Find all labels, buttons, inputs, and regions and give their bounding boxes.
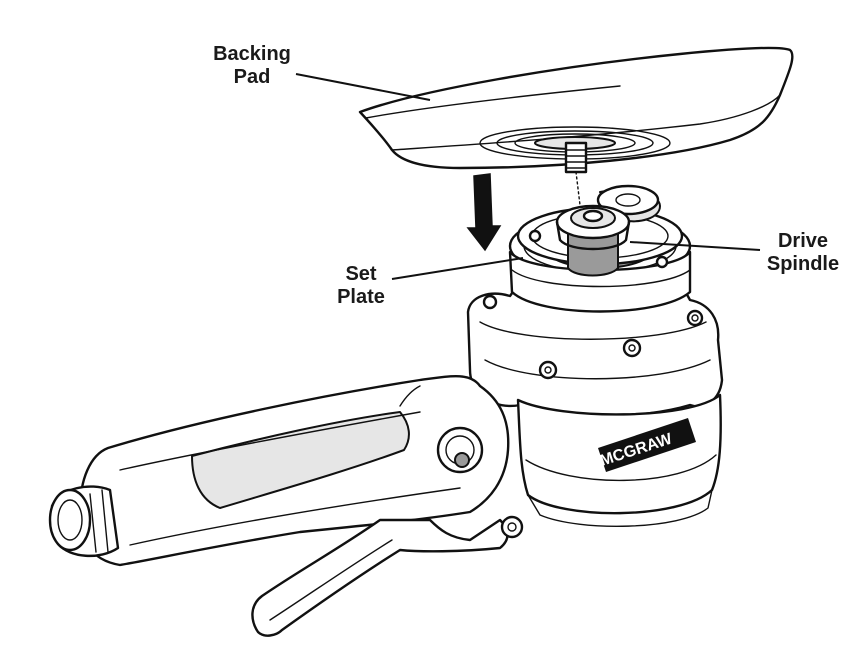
- drive-spindle: [555, 204, 631, 277]
- leader-set-plate: [391, 257, 524, 280]
- label-backing-pad-line2: Pad: [233, 66, 271, 88]
- label-set-plate: Set Plate: [331, 263, 391, 309]
- label-drive-spindle: Drive Spindle: [760, 230, 846, 276]
- label-backing-pad-line1: Backing: [213, 43, 291, 65]
- label-set-plate-line2: Plate: [337, 286, 385, 308]
- down-arrow-icon: [466, 173, 502, 252]
- leader-drive-spindle: [629, 241, 761, 251]
- label-backing-pad: Backing Pad: [206, 43, 298, 89]
- sander-handle: [48, 375, 524, 637]
- label-set-plate-line1: Set: [345, 263, 377, 285]
- label-drive-spindle-line2: Spindle: [766, 253, 840, 275]
- backing-pad: [358, 46, 794, 206]
- leader-backing-pad: [295, 73, 431, 101]
- label-drive-spindle-line1: Drive: [777, 230, 829, 252]
